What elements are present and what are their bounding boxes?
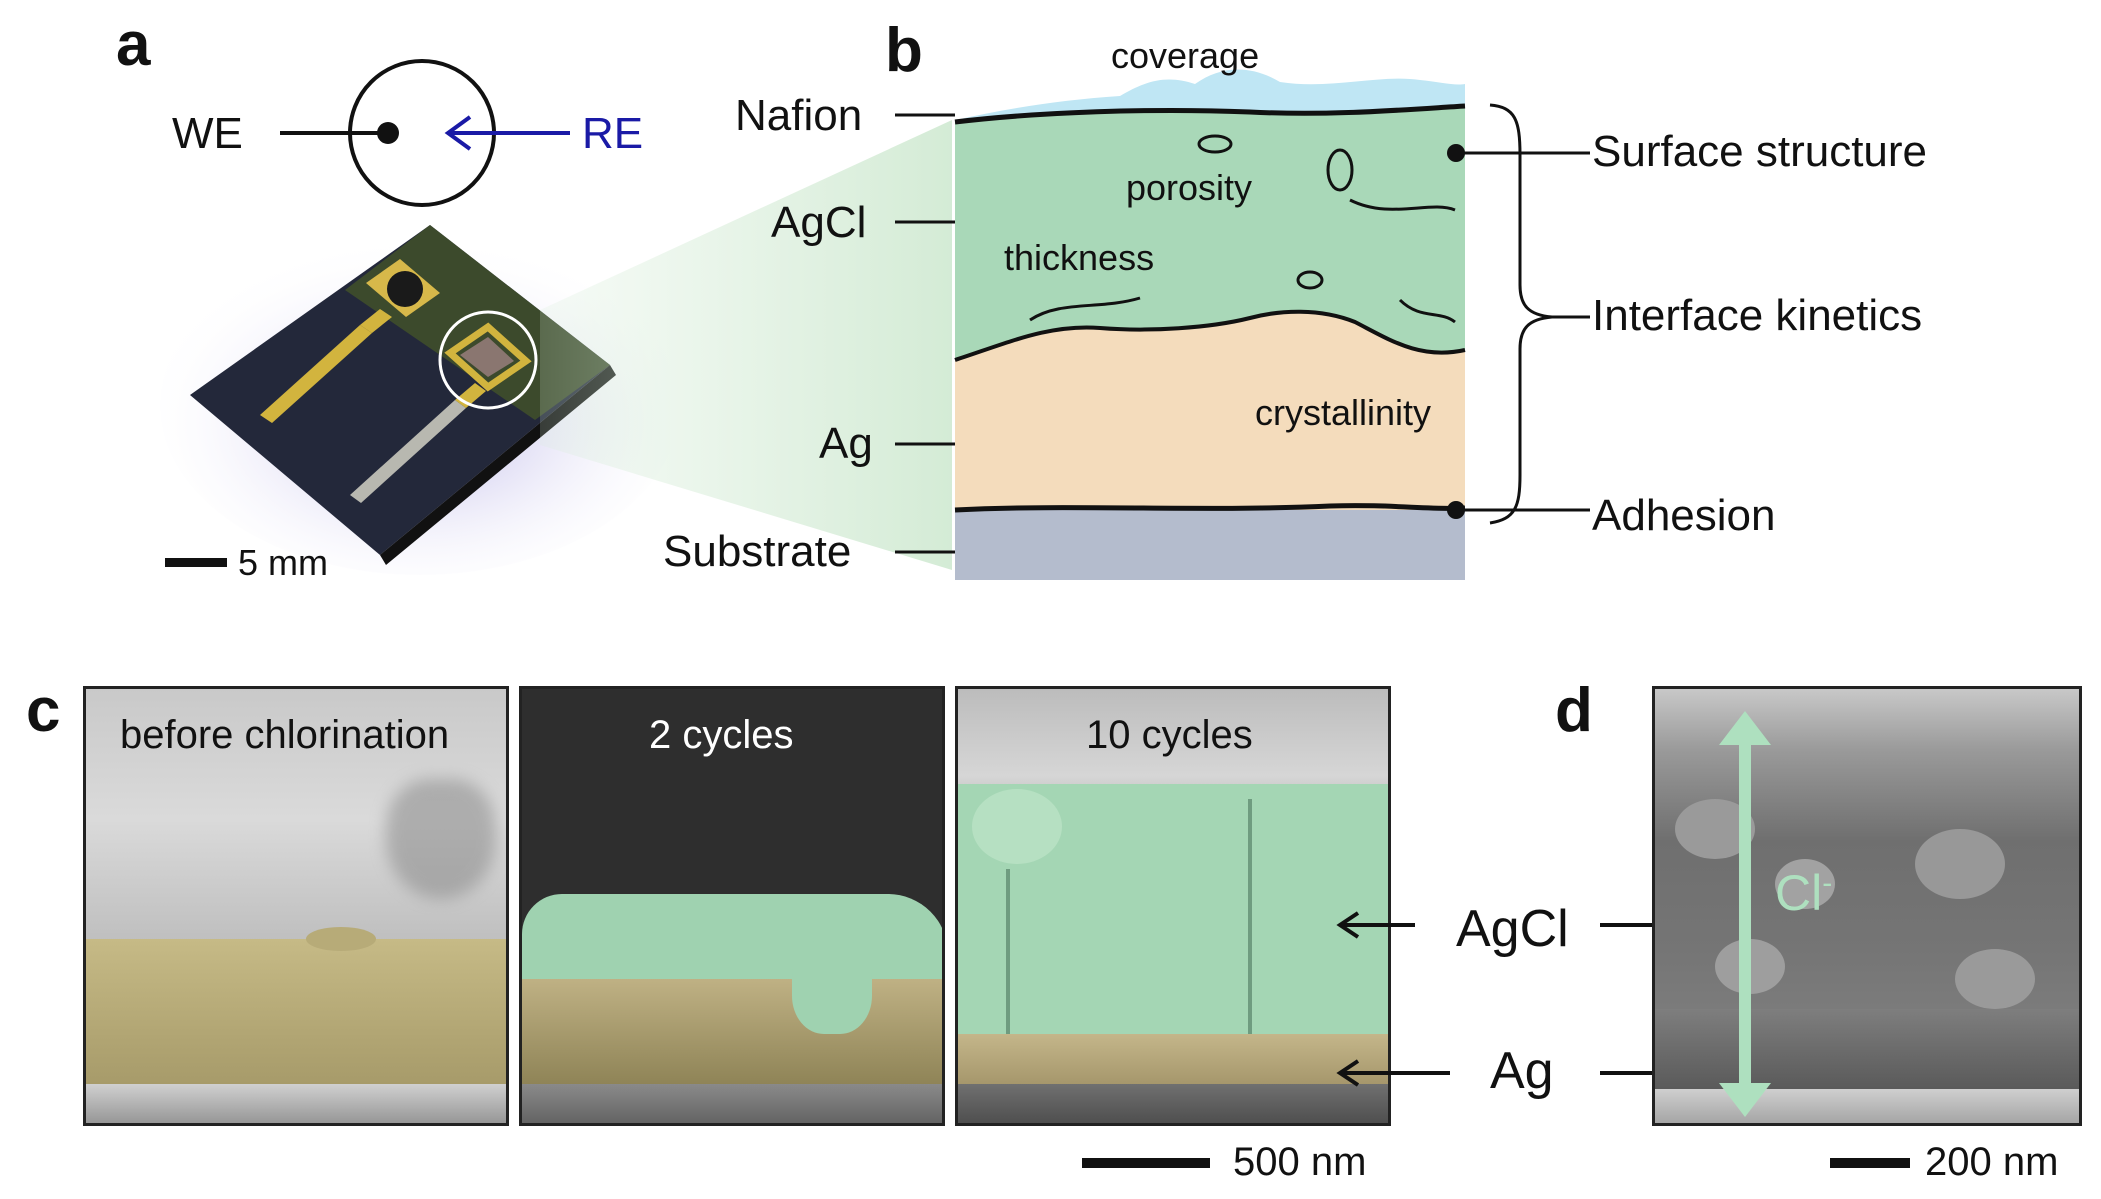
coverage-label: coverage: [1111, 35, 1260, 76]
sem-image-2-cycles: 2 cycles: [519, 686, 945, 1126]
re-label: RE: [582, 109, 644, 158]
agcl-label: AgCl: [771, 198, 867, 247]
sem-image-cross-section: Cl-: [1652, 686, 2082, 1126]
agcl-arrow-label: AgCl: [1456, 900, 1569, 958]
ag-layer: [955, 311, 1465, 510]
ag-arrow-label: Ag: [1490, 1042, 1554, 1100]
device-highlight-circle: [438, 310, 538, 410]
zoom-cone: [540, 120, 952, 570]
caption-2-cycles: 2 cycles: [649, 713, 794, 757]
panel-a-label: a: [116, 10, 151, 79]
electrode-schematic: [280, 59, 570, 207]
panel-d-scale-label: 200 nm: [1925, 1140, 2059, 1184]
panel-c-scale-label: 500 nm: [1233, 1140, 1367, 1184]
chloride-ion-symbol: Cl: [1775, 865, 1823, 921]
panel-d-scalebar: [1830, 1158, 1910, 1168]
caption-before-chlorination: before chlorination: [120, 713, 450, 757]
ag-label: Ag: [819, 419, 873, 468]
caption-10-cycles: 10 cycles: [1086, 713, 1253, 757]
nafion-layer: [955, 69, 1465, 122]
panel-c-label: c: [26, 676, 61, 745]
substrate-layer: [955, 510, 1465, 580]
sem-image-10-cycles: 10 cycles: [955, 686, 1391, 1126]
re-arrow-head: [444, 115, 472, 151]
sem-image-before-chlorination: before chlorination: [83, 686, 509, 1126]
adhesion-label: Adhesion: [1592, 491, 1776, 540]
nafion-label: Nafion: [735, 91, 863, 140]
substrate-label: Substrate: [663, 527, 852, 576]
we-label: WE: [172, 109, 243, 158]
interface-kinetics-label: Interface kinetics: [1592, 291, 1923, 340]
crystallinity-label: crystallinity: [1255, 392, 1432, 433]
layer-leader-lines: [895, 113, 955, 554]
panel-b-label: b: [885, 16, 923, 85]
panel-c-scalebar: [1082, 1158, 1210, 1168]
agcl-layer: [955, 106, 1465, 360]
thickness-label: thickness: [1004, 237, 1155, 278]
panel-a-scale-label: 5 mm: [238, 542, 328, 583]
we-dot: [377, 122, 399, 144]
right-bracket: [1447, 103, 1590, 525]
panel-a-scalebar: [165, 558, 227, 567]
diffusion-arrow: [1719, 711, 1771, 1117]
surface-structure-label: Surface structure: [1592, 127, 1928, 176]
layer-stack-schematic: [954, 69, 1466, 580]
chloride-ion-charge: -: [1822, 866, 1833, 900]
porosity-label: porosity: [1126, 167, 1253, 208]
panel-d-label: d: [1555, 676, 1593, 745]
chloride-ion-label: Cl-: [1775, 864, 1832, 922]
